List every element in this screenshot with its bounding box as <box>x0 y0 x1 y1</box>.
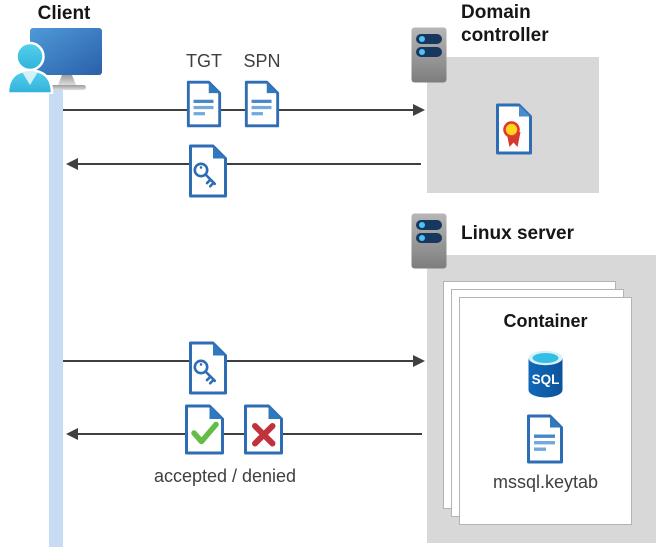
spn-ticket-document-icon <box>244 80 280 128</box>
denied-document-icon <box>244 404 283 455</box>
key-icon <box>193 359 217 385</box>
key-ticket-document-icon <box>189 144 227 198</box>
seal-icon <box>503 121 520 138</box>
accepted-denied-label: accepted / denied <box>153 466 297 486</box>
sql-badge-label: SQL <box>532 372 560 387</box>
container-title: Container <box>503 311 588 331</box>
domain-controller-label: Domain controller <box>461 2 549 46</box>
arrow-line <box>78 163 421 165</box>
check-icon <box>191 421 219 445</box>
key-ticket-document-icon <box>189 341 227 395</box>
accepted-document-icon <box>185 404 224 455</box>
container-card-front <box>459 297 632 525</box>
user-icon <box>6 41 54 94</box>
certificate-document-icon <box>496 103 532 155</box>
cross-icon <box>252 423 276 447</box>
client-lifeline <box>49 88 63 547</box>
arrow-line <box>63 109 413 111</box>
arrow-left-head-icon <box>66 428 78 440</box>
sql-database-icon: SQL <box>528 350 563 398</box>
arrow-line <box>63 360 413 362</box>
client-workstation-icon <box>6 28 102 94</box>
arrow-right-head-icon <box>413 104 425 116</box>
monitor-base-icon <box>50 85 86 90</box>
server-icon <box>411 213 447 269</box>
keytab-label: mssql.keytab <box>492 472 599 492</box>
arrow-left-head-icon <box>66 158 78 170</box>
monitor-icon <box>30 28 102 75</box>
key-icon <box>193 162 217 188</box>
monitor-stand-icon <box>58 75 76 85</box>
spn-label: SPN <box>243 51 281 71</box>
linux-server-label: Linux server <box>461 223 574 244</box>
tgt-label: TGT <box>186 51 222 71</box>
keytab-document-icon <box>527 414 563 464</box>
server-icon <box>411 27 447 83</box>
arrow-right-head-icon <box>413 355 425 367</box>
tgt-ticket-document-icon <box>186 80 222 128</box>
client-label: Client <box>37 3 91 24</box>
